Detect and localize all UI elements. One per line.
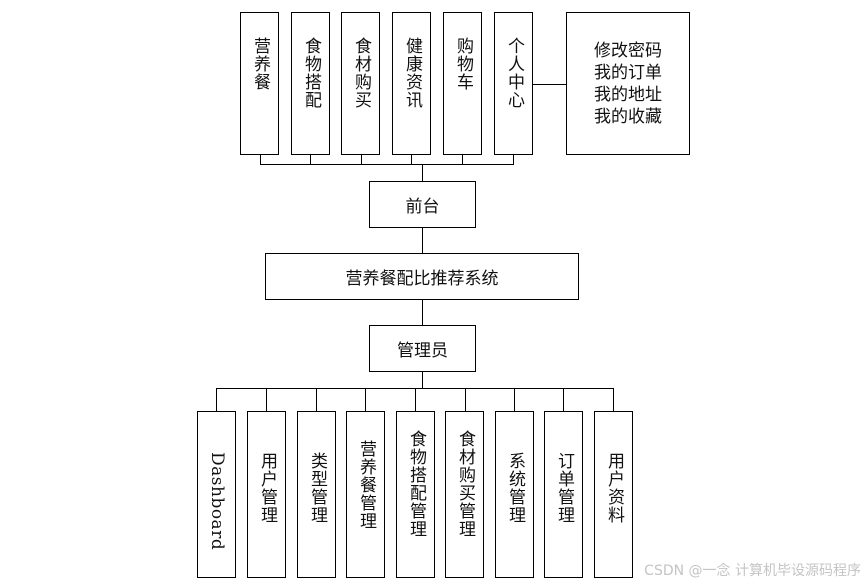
connector-line (563, 388, 564, 411)
connector-line (422, 164, 423, 181)
front-module-label: 营养餐 (250, 37, 270, 91)
admin-module-box: 类型管理 (297, 411, 336, 578)
front-module-box: 食物搭配 (291, 12, 330, 155)
connector-line (422, 372, 423, 388)
connector-line (260, 155, 261, 164)
admin-module-box: 用户资料 (594, 411, 633, 578)
submenu-item: 修改密码 (594, 40, 662, 61)
admin-module-box: 食物搭配管理 (396, 411, 435, 578)
connector-line (613, 388, 614, 411)
connector-line (260, 164, 514, 165)
front-module-label: 食材购买 (351, 37, 371, 109)
admin-module-box: 订单管理 (544, 411, 583, 578)
front-node: 前台 (369, 181, 476, 228)
system-title: 营养餐配比推荐系统 (345, 269, 499, 289)
front-module-label: 食物搭配 (301, 37, 321, 109)
admin-module-label: 类型管理 (307, 452, 327, 524)
watermark-text: CSDN @一念 计算机毕设源码程序 (644, 563, 861, 579)
front-module-label: 健康资讯 (402, 37, 422, 109)
connector-line (465, 388, 466, 411)
admin-module-label: 系统管理 (505, 452, 525, 524)
submenu-item: 我的订单 (594, 62, 662, 83)
admin-module-label: 食材购买管理 (455, 430, 475, 538)
connector-line (365, 388, 366, 411)
admin-module-box: 食材购买管理 (445, 411, 484, 578)
connector-line (310, 155, 311, 164)
connector-line (266, 388, 267, 411)
admin-module-box: 系统管理 (495, 411, 534, 578)
front-label: 前台 (405, 197, 440, 217)
admin-module-label: 用户管理 (257, 452, 277, 524)
front-module-box: 食材购买 (341, 12, 380, 155)
personal-center-submenu: 修改密码 我的订单 我的地址 我的收藏 (566, 12, 690, 155)
admin-module-box: Dashboard (197, 411, 236, 578)
connector-line (422, 228, 423, 253)
connector-line (411, 155, 412, 164)
front-module-box: 购物车 (443, 12, 482, 155)
admin-module-label: 订单管理 (554, 452, 574, 524)
connector-line (415, 388, 416, 411)
admin-module-box: 营养餐管理 (346, 411, 385, 578)
connector-line (513, 155, 514, 164)
system-root-node: 营养餐配比推荐系统 (265, 253, 579, 300)
front-module-box: 个人中心 (494, 12, 533, 155)
connector-line (462, 155, 463, 164)
connector-line (514, 388, 515, 411)
front-module-label: 个人中心 (504, 37, 524, 109)
admin-label: 管理员 (397, 341, 448, 361)
connector-line (361, 155, 362, 164)
admin-module-label: Dashboard (207, 452, 227, 551)
connector-line (422, 300, 423, 325)
admin-module-label: 食物搭配管理 (406, 430, 426, 538)
admin-node: 管理员 (369, 325, 476, 372)
front-module-label: 购物车 (453, 37, 473, 91)
admin-module-box: 用户管理 (247, 411, 286, 578)
admin-module-label: 用户资料 (604, 452, 624, 524)
submenu-item: 我的地址 (594, 84, 662, 105)
connector-line (216, 388, 217, 411)
connector-line (316, 388, 317, 411)
front-module-box: 健康资讯 (392, 12, 431, 155)
connector-line (533, 84, 566, 85)
front-module-box: 营养餐 (240, 12, 279, 155)
submenu-item: 我的收藏 (594, 106, 662, 127)
admin-module-label: 营养餐管理 (356, 440, 376, 530)
